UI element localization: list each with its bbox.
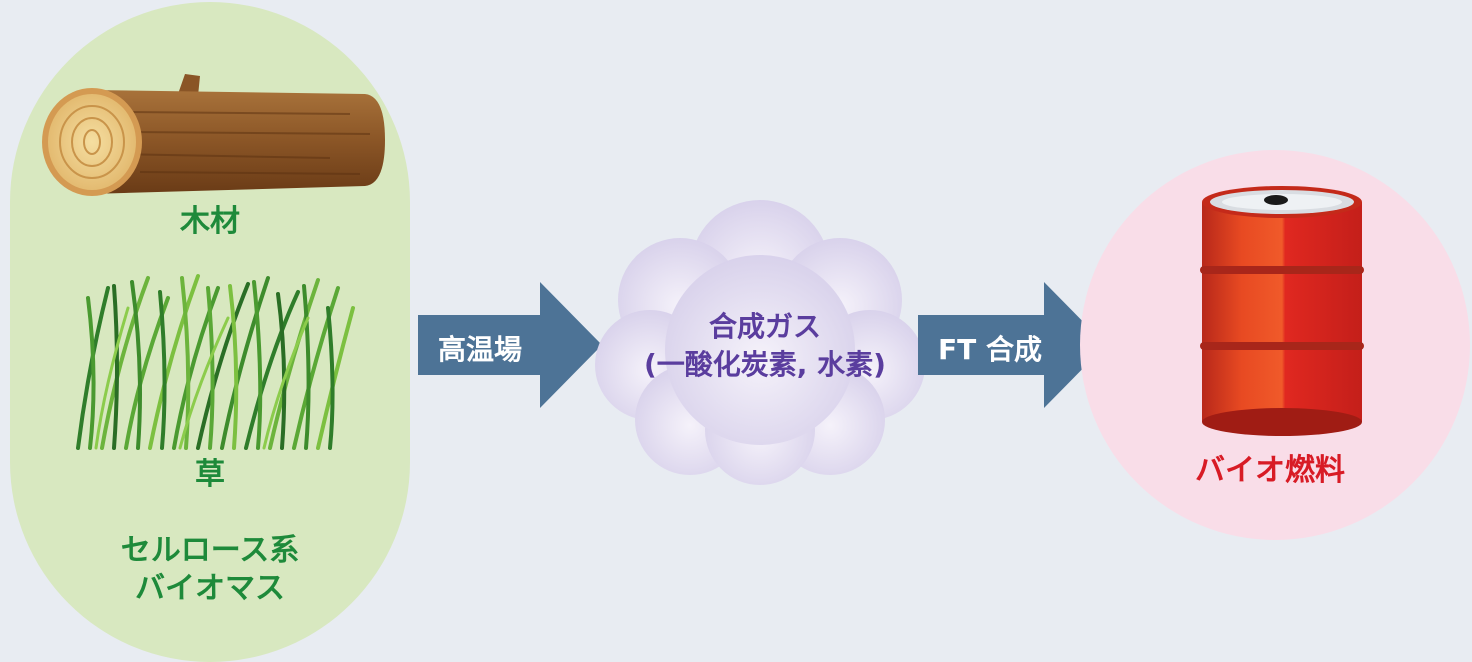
grass-icon <box>76 274 355 450</box>
syngas-name: 合成ガス <box>708 310 821 343</box>
syngas-cloud-icon <box>595 200 925 485</box>
log-icon <box>42 74 385 196</box>
grass-label: 草 <box>195 457 225 492</box>
high-temperature-label: 高温場 <box>437 333 522 366</box>
arrow-ft-synthesis <box>918 282 1106 408</box>
syngas-detail: (一酸化炭素, 水素) <box>644 348 886 381</box>
ft-synthesis-label: FT 合成 <box>938 333 1042 366</box>
oil-drum-icon <box>1200 186 1364 436</box>
syngas-label: 合成ガス (一酸化炭素, 水素) <box>600 308 930 384</box>
arrow-high-temperature <box>418 282 602 408</box>
cellulose-label-line1: セルロース系 <box>120 533 300 568</box>
wood-label: 木材 <box>180 204 240 239</box>
cellulose-label-line2: バイオマス <box>135 571 285 606</box>
biofuel-label: バイオ燃料 <box>1195 453 1345 488</box>
cellulose-biomass-label: セルロース系 バイオマス <box>10 532 410 608</box>
